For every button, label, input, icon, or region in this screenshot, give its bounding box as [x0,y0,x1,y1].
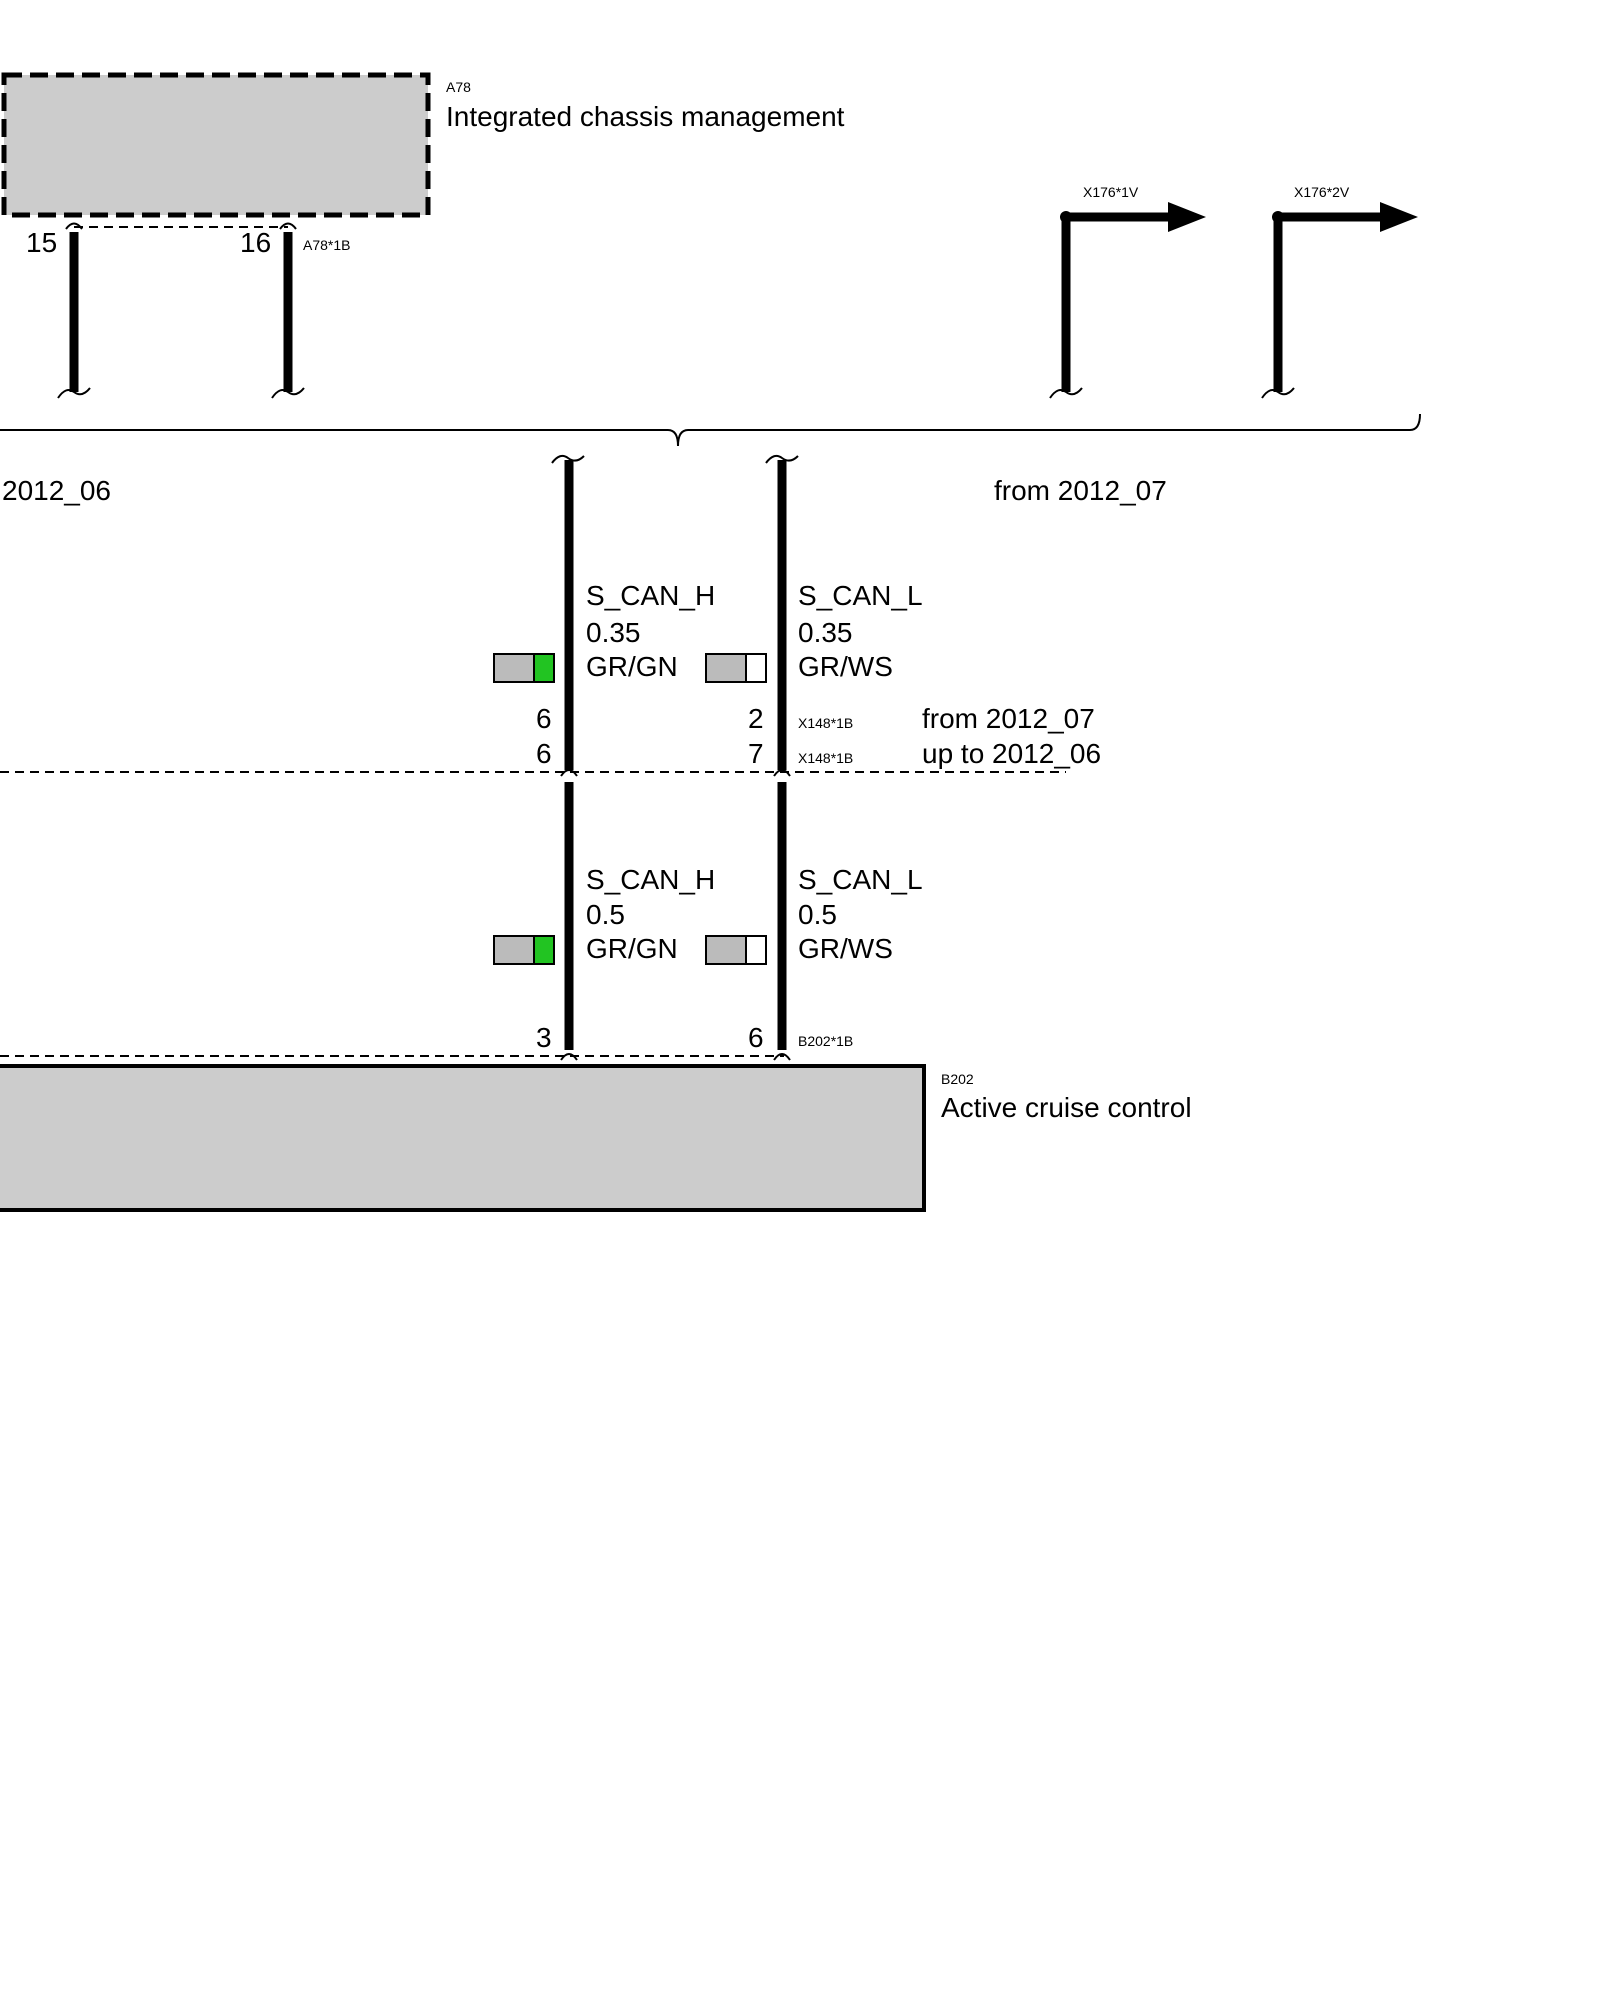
lower-l-size: 0.5 [798,899,837,930]
x148-variant-lower: up to 2012_06 [922,738,1101,769]
lower-l-signal: S_CAN_L [798,864,923,895]
a78-id: A78 [446,79,471,95]
upper-h-color-swatch [493,653,535,683]
variant-right-label: from 2012_07 [994,475,1167,506]
x176-1v-arrow-icon[interactable] [1168,202,1206,232]
lower-l-stripe-swatch [745,935,767,965]
x148-upper-pin-l: 2 [748,703,764,734]
b202-id: B202 [941,1071,974,1087]
lower-l-color: GR/WS [798,933,893,964]
b202-connector-id: B202*1B [798,1033,853,1049]
wire-break-upper-l [765,454,799,464]
lower-l-color-swatch [705,935,747,965]
wire-break-15 [57,387,91,399]
x148-pin-l-hook [773,769,791,777]
upper-h-color: GR/GN [586,651,678,682]
b202-pin-3: 3 [536,1022,552,1053]
upper-l-size: 0.35 [798,617,853,648]
b202-pin-3-hook [560,1053,578,1061]
upper-l-stripe-swatch [745,653,767,683]
a78-pin-16: 16 [240,227,271,258]
lower-h-color-swatch [493,935,535,965]
x148-lower-pin-h: 6 [536,738,552,769]
a78-module-box[interactable] [1,72,431,218]
wire-break-16 [271,387,305,399]
a78-name: Integrated chassis management [446,101,845,132]
x148-lower-id: X148*1B [798,750,853,766]
variant-left-label: 2012_06 [2,475,111,506]
upper-l-color-swatch [705,653,747,683]
x176-2v-label: X176*2V [1294,184,1350,200]
x148-upper-id: X148*1B [798,715,853,731]
x176-2v-arrow-icon[interactable] [1380,202,1418,232]
b202-pin-6: 6 [748,1022,764,1053]
upper-l-signal: S_CAN_L [798,580,923,611]
x176-1v-label: X176*1V [1083,184,1139,200]
upper-h-size: 0.35 [586,617,641,648]
lower-h-color: GR/GN [586,933,678,964]
x148-variant-upper: from 2012_07 [922,703,1095,734]
lower-h-signal: S_CAN_H [586,864,715,895]
a78-pin-15: 15 [26,227,57,258]
x148-pin-h-hook [560,769,578,777]
upper-h-signal: S_CAN_H [586,580,715,611]
upper-h-stripe-swatch [533,653,555,683]
lower-h-stripe-swatch [533,935,555,965]
pin-16-hook [279,222,297,230]
pin-15-hook [65,222,83,230]
b202-name: Active cruise control [941,1092,1192,1123]
a78-connector-id: A78*1B [303,237,350,253]
wire-break-x176-2v [1261,387,1295,399]
x148-upper-pin-h: 6 [536,703,552,734]
lower-h-size: 0.5 [586,899,625,930]
wire-break-upper-h [551,454,585,464]
x148-lower-pin-l: 7 [748,738,764,769]
upper-l-color: GR/WS [798,651,893,682]
variant-brace [0,413,1421,447]
b202-module-box[interactable] [0,1064,926,1212]
wire-break-x176-1v [1049,387,1083,399]
b202-pin-6-hook [773,1053,791,1061]
